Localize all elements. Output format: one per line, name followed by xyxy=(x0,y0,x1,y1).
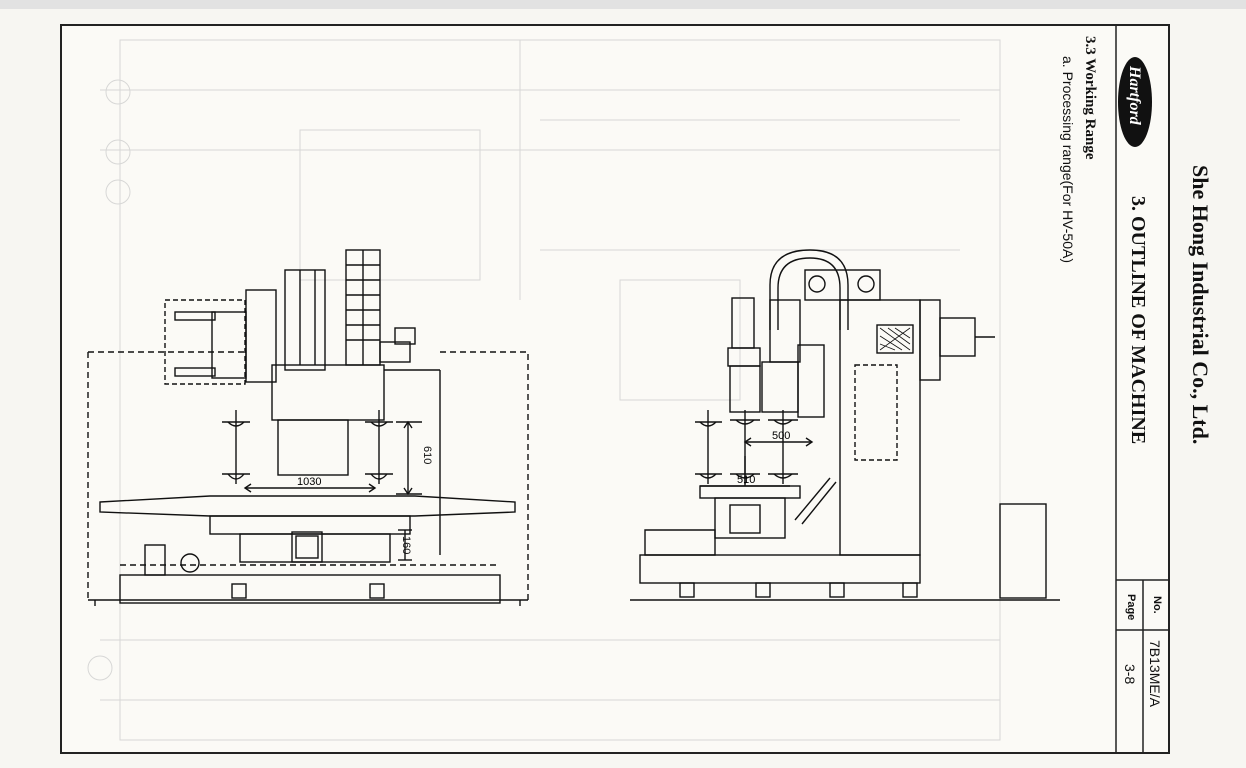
logo-text: Hartford xyxy=(1126,66,1143,125)
doc-number-label: No. xyxy=(1151,596,1163,614)
page-number: 3-8 xyxy=(1122,664,1138,685)
hartford-logo xyxy=(1118,57,1152,147)
company-name: She Hong Industrial Co., Ltd. xyxy=(1188,165,1213,445)
dim-front-height: 610 xyxy=(421,446,433,465)
dim-front-width: 1030 xyxy=(297,476,322,488)
dim-side-table: 510 xyxy=(737,474,756,486)
page-label: Page xyxy=(1125,594,1137,621)
figure-caption: a. Processing range(For HV-50A) xyxy=(1060,56,1076,263)
dim-side-depth: 500 xyxy=(772,430,791,442)
doc-number: 7B13ME/A xyxy=(1147,640,1163,707)
viewer-top-bar xyxy=(0,0,1246,9)
section-title: 3. OUTLINE OF MACHINE xyxy=(1127,196,1149,445)
subsection-heading: 3.3 Working Range xyxy=(1082,36,1098,160)
document-page xyxy=(60,24,1170,754)
dim-front-table: 160 xyxy=(400,536,412,555)
